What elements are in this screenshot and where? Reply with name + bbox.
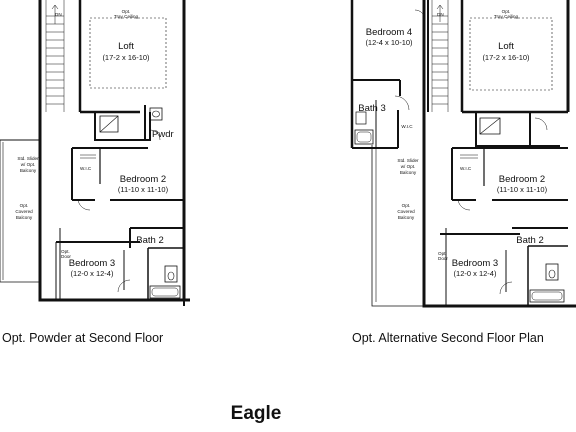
balcony-note: Opt. (402, 203, 411, 208)
plan-title: Eagle (230, 403, 282, 424)
wic-label: W.I.C (401, 124, 413, 129)
balcony-note: Balcony (16, 215, 33, 220)
room-dim-bedroom-4: (12-4 x 10-10) (365, 38, 413, 47)
slider-note: w/ Opt. (21, 162, 36, 167)
balcony-note: Opt. (20, 203, 29, 208)
balcony-note: Balcony (398, 215, 415, 220)
tray-ceiling-note: Tray Ceiling (114, 14, 139, 19)
room-name-bedroom-2: Bedroom 2 (499, 174, 545, 185)
room-name-bath-3: Bath 3 (358, 103, 385, 114)
slider-note: Balcony (20, 168, 37, 173)
door-note: Door (61, 254, 71, 259)
caption-right-plan: Opt. Alternative Second Floor Plan (352, 331, 544, 345)
caption-left-plan: Opt. Powder at Second Floor (2, 331, 164, 345)
room-dim-bedroom-3: (12-0 x 12-4) (71, 269, 114, 278)
slider-note: Std. Slider (17, 156, 39, 161)
balcony-note: Covered (397, 209, 415, 214)
room-dim-bedroom-2: (11-10 x 11-10) (497, 185, 548, 194)
door-note: Door (438, 256, 448, 261)
left-floor-plan (0, 0, 190, 306)
balcony-note: Covered (15, 209, 33, 214)
room-name-bedroom-2: Bedroom 2 (120, 174, 166, 185)
room-dim-bedroom-2: (11-10 x 11-10) (118, 185, 169, 194)
stair-down-label: DN (55, 12, 62, 17)
tray-ceiling-note: Opt. (502, 9, 511, 14)
room-dim-loft: (17-2 x 16-10) (482, 53, 530, 62)
slider-note: Std. Slider (397, 158, 419, 163)
tray-ceiling-note: Opt. (122, 9, 131, 14)
room-dim-loft: (17-2 x 16-10) (102, 53, 150, 62)
stair-left (45, 0, 81, 112)
room-name-loft: Loft (118, 41, 134, 52)
slider-note: Balcony (400, 170, 417, 175)
wic-label: W.I.C (460, 166, 472, 171)
wic-label: W.I.C (80, 166, 92, 171)
room-name-bedroom-3: Bedroom 3 (69, 258, 115, 269)
door-note: Opt. (438, 251, 447, 256)
slider-note: w/ Opt. (401, 164, 416, 169)
room-dim-bedroom-3: (12-0 x 12-4) (454, 269, 497, 278)
room-name-bath-2: Bath 2 (136, 235, 163, 246)
tray-ceiling-note: Tray Ceiling (494, 14, 519, 19)
room-name-bedroom-3: Bedroom 3 (452, 258, 498, 269)
room-name-bedroom-4: Bedroom 4 (366, 27, 412, 38)
stair-down-label: DN (437, 12, 444, 17)
room-name-loft: Loft (498, 41, 514, 52)
door-note: Opt. (61, 249, 70, 254)
right-floor-plan (350, 0, 576, 308)
room-name-powder: Pwdr (152, 129, 174, 140)
room-name-bath-2: Bath 2 (516, 235, 543, 246)
